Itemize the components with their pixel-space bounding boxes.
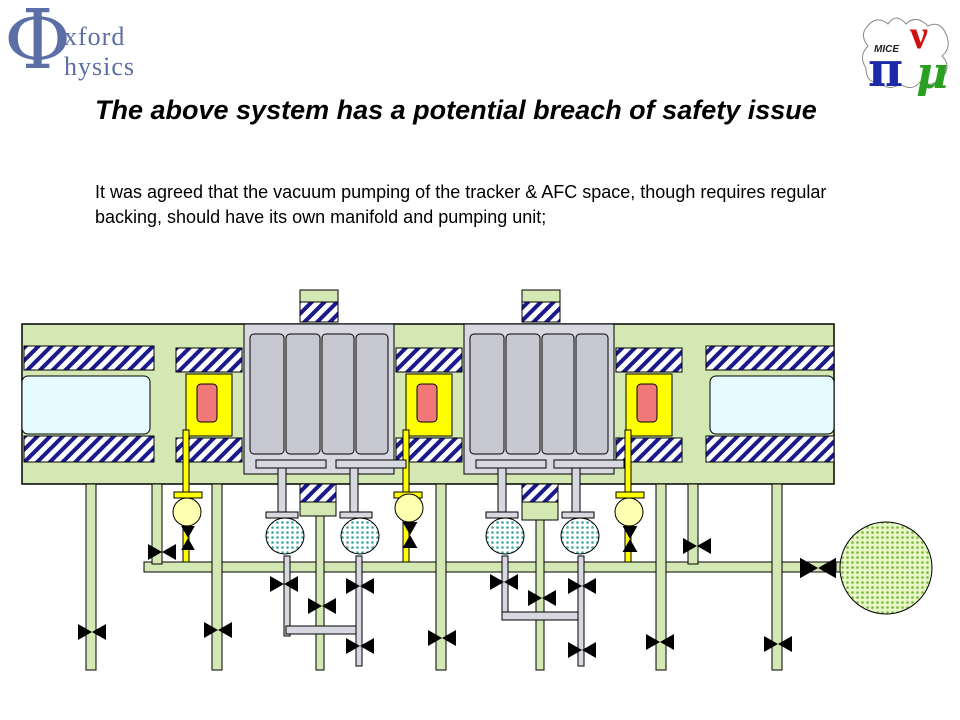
slide-body-text: It was agreed that the vacuum pumping of… [95,182,827,227]
svg-text:μ: μ [916,48,948,96]
mice-logo-text: MICE [874,44,899,55]
slide-title: The above system has a potential breach … [95,95,817,125]
oxford-logo-text: xford [64,22,126,51]
oxford-physics-logo: Φ xford hysics [4,0,144,86]
vacuum-pump [265,517,600,555]
vacuum-system-diagram [21,289,933,671]
svg-text:π: π [868,42,903,96]
physics-logo-text: hysics [64,52,135,81]
backing-pump [835,521,933,615]
mice-logo: ν π μ MICE [862,12,949,96]
svg-text:ν: ν [909,12,928,57]
vertical-pipes [85,483,783,671]
tracker-module [243,323,615,475]
tracker-pump-branches [255,459,625,667]
manifold-line [143,561,845,573]
bottom-ports [299,483,559,521]
top-ports [299,289,561,323]
gate-valve [78,522,836,658]
phi-logo-glyph: Φ [4,0,72,88]
